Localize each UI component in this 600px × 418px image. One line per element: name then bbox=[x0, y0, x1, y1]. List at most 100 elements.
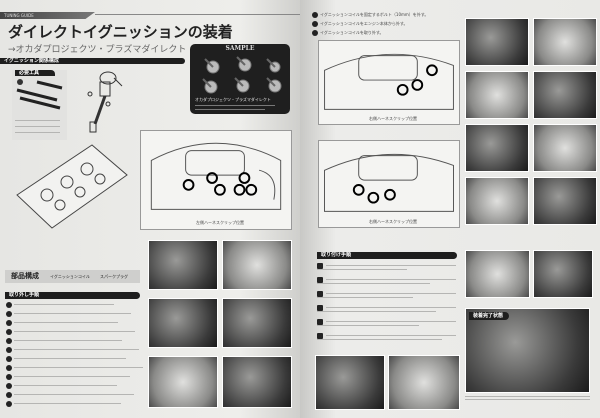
step-text-line bbox=[317, 283, 430, 284]
step-photo bbox=[533, 250, 593, 298]
step-text-line bbox=[14, 376, 130, 377]
step-photo bbox=[533, 71, 597, 119]
ignition-coil-drawing bbox=[87, 71, 123, 133]
ignition-coils-image bbox=[202, 56, 282, 94]
sample-product-name: オカダプロジェクツ・プラズマダイレクト bbox=[195, 97, 271, 102]
step-text-line bbox=[326, 265, 456, 266]
left-page: TUNING GUIDE ダイレクトイグニッションの装着 →オカダプロジェクツ・… bbox=[0, 0, 300, 418]
step-number bbox=[6, 302, 12, 308]
step-text-line bbox=[317, 297, 413, 298]
drawing-caption: 左側ハーネスクリップ位置 bbox=[196, 220, 244, 225]
step-photo bbox=[465, 71, 529, 119]
engine-bay-drawing: 左側ハーネスクリップ位置 bbox=[140, 130, 292, 230]
step-3: イグニッションコイルを取り外す。 bbox=[312, 30, 384, 36]
step-number bbox=[317, 333, 323, 339]
step-text-line bbox=[326, 279, 456, 280]
install-heading: 取り付け手順 bbox=[317, 252, 457, 259]
drawing-caption: 右側ハーネスクリップ位置 bbox=[369, 116, 417, 121]
right-page: イグニッションコイルを固定するボルト（10mm）を外す。 イグニッションコイルを… bbox=[300, 0, 600, 418]
step-number bbox=[317, 305, 323, 311]
step-text-line bbox=[14, 394, 134, 395]
sample-box: SAMPLE オカダプロジェクツ・プラズマダイレクト bbox=[190, 44, 290, 114]
step-photo bbox=[148, 356, 218, 408]
step-text-line bbox=[14, 322, 118, 323]
step-text-line bbox=[317, 325, 419, 326]
step-photo bbox=[465, 18, 529, 66]
step-text-line bbox=[317, 339, 442, 340]
step-number bbox=[6, 338, 12, 344]
step-number bbox=[6, 392, 12, 398]
tool-item bbox=[15, 126, 60, 127]
tools-image bbox=[16, 79, 63, 110]
step-number bbox=[6, 329, 12, 335]
step-photo bbox=[222, 298, 292, 348]
step-text-line bbox=[14, 367, 143, 368]
sample-text-line bbox=[195, 105, 275, 106]
step-photo bbox=[533, 124, 597, 172]
step-text-line bbox=[14, 349, 139, 350]
step-photo bbox=[148, 240, 218, 290]
components-bar: イグニッション関係構成 bbox=[0, 58, 185, 64]
parts-item: スパークプラグ bbox=[100, 274, 128, 279]
step-text-line bbox=[326, 321, 456, 322]
step-text-line bbox=[14, 331, 135, 332]
section-label-band: TUNING GUIDE bbox=[0, 12, 95, 19]
step-text-line bbox=[14, 358, 126, 359]
step-photo bbox=[222, 240, 292, 290]
parts-bar: 部品構成 イグニッションコイル スパークプラグ bbox=[5, 270, 140, 283]
sample-title: SAMPLE bbox=[225, 45, 255, 52]
step-2: イグニッションコイルをエンジン本体から外す。 bbox=[312, 21, 408, 27]
engine-illustration bbox=[324, 153, 454, 212]
step-number bbox=[312, 30, 318, 36]
step-text-line bbox=[14, 313, 131, 314]
step-text-line bbox=[326, 307, 456, 308]
step-text: イグニッションコイルを固定するボルト（10mm）を外す。 bbox=[320, 12, 429, 17]
removal-heading: 取り外し手順 bbox=[5, 292, 140, 299]
right-engine-drawing-1: 右側ハーネスクリップ位置 bbox=[318, 40, 460, 125]
installed-photo: 装着完了状態 bbox=[465, 308, 590, 393]
step-photo bbox=[533, 177, 597, 225]
step-photo bbox=[315, 355, 385, 410]
complete-heading: 装着完了状態 bbox=[469, 312, 509, 320]
step-number bbox=[6, 374, 12, 380]
section-label: TUNING GUIDE bbox=[4, 13, 34, 18]
step-1: イグニッションコイルを固定するボルト（10mm）を外す。 bbox=[312, 12, 428, 18]
step-photo bbox=[222, 356, 292, 408]
step-number bbox=[312, 21, 318, 27]
parts-item: イグニッションコイル bbox=[50, 274, 90, 279]
sample-text-line bbox=[195, 109, 265, 110]
step-photo bbox=[465, 177, 529, 225]
tool-item bbox=[15, 132, 60, 133]
drawing-caption: 右側ハーネスクリップ位置 bbox=[369, 219, 417, 224]
parts-heading: 部品構成 bbox=[11, 272, 39, 280]
step-text-line bbox=[14, 304, 114, 305]
step-text-line bbox=[14, 385, 117, 386]
cylinder-head-drawing bbox=[16, 144, 128, 229]
tool-item bbox=[15, 120, 60, 121]
right-engine-drawing-2: 右側ハーネスクリップ位置 bbox=[318, 140, 460, 228]
step-text-line bbox=[317, 311, 436, 312]
step-number bbox=[6, 347, 12, 353]
tools-label: 必要工具 bbox=[15, 70, 55, 76]
step-number bbox=[312, 12, 318, 18]
step-photo bbox=[388, 355, 460, 410]
step-number bbox=[6, 356, 12, 362]
step-text: イグニッションコイルをエンジン本体から外す。 bbox=[320, 21, 408, 26]
step-number bbox=[6, 311, 12, 317]
step-photo bbox=[148, 298, 218, 348]
step-number bbox=[317, 277, 323, 283]
step-photo bbox=[465, 124, 529, 172]
divider bbox=[95, 14, 300, 15]
tools-box: 必要工具 bbox=[12, 70, 67, 140]
photo-caption-line bbox=[465, 399, 590, 400]
page-title: ダイレクトイグニッションの装着 bbox=[8, 23, 233, 41]
step-number bbox=[6, 383, 12, 389]
engine-illustration bbox=[324, 53, 454, 110]
step-number bbox=[317, 291, 323, 297]
step-number bbox=[6, 365, 12, 371]
step-number bbox=[6, 401, 12, 407]
page-subtitle: →オカダプロジェクツ・プラズマダイレクト bbox=[8, 45, 187, 55]
step-number bbox=[6, 320, 12, 326]
photo-caption-line bbox=[465, 396, 590, 397]
step-text-line bbox=[14, 403, 121, 404]
